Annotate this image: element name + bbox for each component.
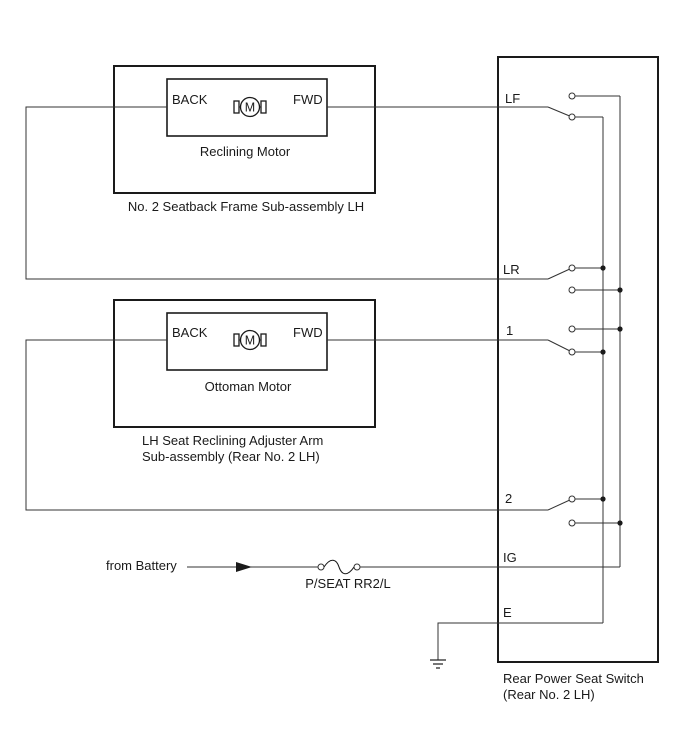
terminal-lr-label: LR bbox=[503, 262, 520, 277]
switch-contact-icon bbox=[547, 106, 573, 511]
ottoman-motor-box bbox=[166, 312, 328, 371]
arrow-right-icon bbox=[236, 562, 252, 572]
battery-source-label: from Battery bbox=[106, 558, 177, 573]
terminal-ig-label: IG bbox=[503, 550, 517, 565]
ground-icon bbox=[430, 659, 446, 669]
ottoman-motor-assembly: BACK FWD M Ottoman Motor LH Seat Reclini… bbox=[113, 299, 376, 464]
motor-icon: M bbox=[233, 96, 267, 118]
seatback-frame-label: No. 2 Seatback Frame Sub-assembly LH bbox=[128, 199, 364, 214]
adjuster-arm-label-line2: Sub-assembly (Rear No. 2 LH) bbox=[142, 449, 320, 464]
ottoman-motor-label: Ottoman Motor bbox=[205, 379, 292, 394]
reclining-back-label: BACK bbox=[172, 92, 208, 107]
switch-label-line1: Rear Power Seat Switch bbox=[503, 671, 644, 686]
fuse-icon bbox=[317, 559, 361, 575]
terminal-lf-label: LF bbox=[505, 91, 520, 106]
terminal-1-label: 1 bbox=[506, 323, 513, 338]
seatback-frame-box bbox=[113, 65, 376, 194]
terminal-e-label: E bbox=[503, 605, 512, 620]
terminal-2-label: 2 bbox=[505, 491, 512, 506]
reclining-motor-symbol: M bbox=[245, 101, 255, 115]
motor-icon: M bbox=[233, 329, 267, 351]
adjuster-arm-label-line1: LH Seat Reclining Adjuster Arm bbox=[142, 433, 323, 448]
adjuster-arm-box bbox=[113, 299, 376, 428]
ottoman-back-label: BACK bbox=[172, 325, 208, 340]
ottoman-motor-symbol: M bbox=[245, 334, 255, 348]
rear-power-seat-switch-box bbox=[497, 56, 659, 663]
reclining-motor-assembly: BACK FWD M Reclining Motor No. 2 Seatbac… bbox=[113, 65, 376, 214]
fuse-label: P/SEAT RR2/L bbox=[305, 576, 391, 591]
reclining-fwd-label: FWD bbox=[293, 92, 323, 107]
ottoman-fwd-label: FWD bbox=[293, 325, 323, 340]
wiring bbox=[25, 92, 623, 660]
reclining-motor-label: Reclining Motor bbox=[200, 144, 291, 159]
switch-label-line2: (Rear No. 2 LH) bbox=[503, 687, 595, 702]
